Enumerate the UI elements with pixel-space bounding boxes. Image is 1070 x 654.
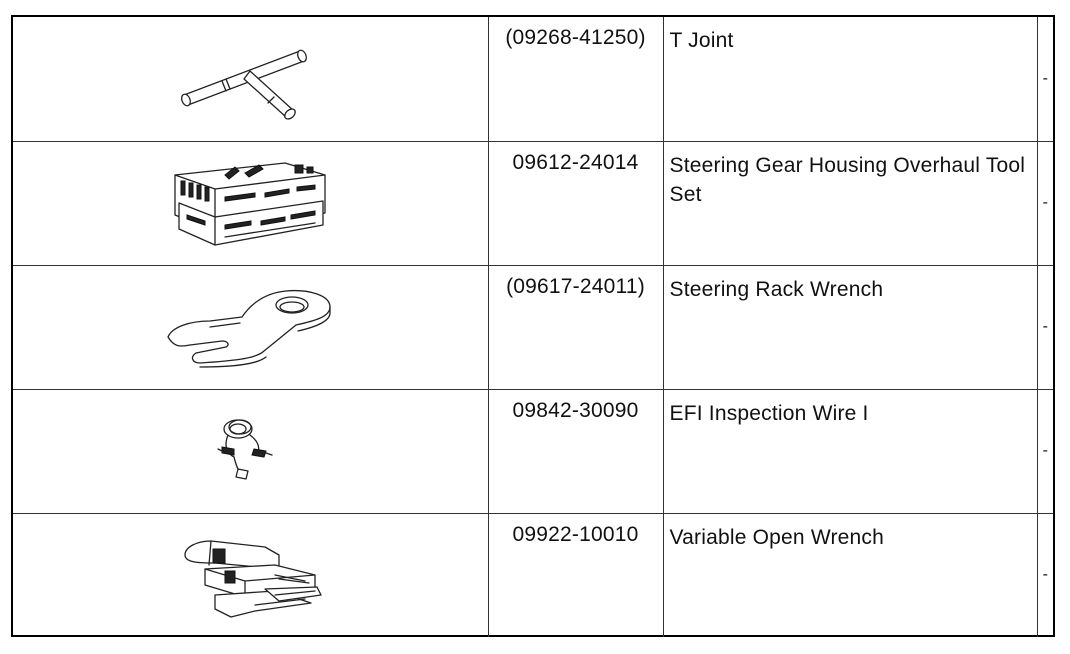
rack-wrench-icon	[167, 289, 331, 368]
part-number: 09842-30090	[487, 388, 664, 514]
tool-illustration-cell	[13, 512, 489, 637]
tool-illustration-cell	[13, 17, 489, 142]
row-marker: -	[1036, 17, 1053, 142]
row-marker: -	[1036, 264, 1053, 390]
tool-name: EFI Inspection Wire I	[662, 388, 1038, 514]
tool-illustration-cell	[13, 264, 489, 390]
part-number: 09922-10010	[487, 512, 664, 637]
tool-illustration-cell	[13, 388, 489, 514]
table-row: (09268-41250) T Joint -	[13, 17, 1053, 142]
part-number: (09617-24011)	[487, 264, 664, 390]
part-number: (09268-41250)	[487, 17, 664, 142]
t-joint-icon	[181, 49, 308, 120]
tool-set-icon	[174, 162, 326, 246]
inspection-wire-icon	[217, 419, 273, 480]
table-row: 09612-24014 Steering Gear Housing Overha…	[13, 140, 1053, 266]
tool-name: Variable Open Wrench	[662, 512, 1038, 637]
tool-name: Steering Rack Wrench	[662, 264, 1038, 390]
part-number: 09612-24014	[487, 140, 664, 266]
row-marker: -	[1036, 388, 1053, 514]
row-marker: -	[1036, 512, 1053, 637]
table-row: 09842-30090 EFI Inspection Wire I -	[13, 388, 1053, 514]
special-tools-table: (09268-41250) T Joint -	[13, 17, 1053, 637]
variable-wrench-icon	[184, 540, 322, 618]
tool-name: T Joint	[662, 17, 1038, 142]
tool-name: Steering Gear Housing Overhaul Tool Set	[662, 140, 1038, 266]
table-row: 09922-10010 Variable Open Wrench -	[13, 512, 1053, 637]
special-tools-sheet: (09268-41250) T Joint -	[11, 15, 1055, 637]
row-marker: -	[1036, 140, 1053, 266]
tool-illustration-cell	[13, 140, 489, 266]
table-row: (09617-24011) Steering Rack Wrench -	[13, 264, 1053, 390]
